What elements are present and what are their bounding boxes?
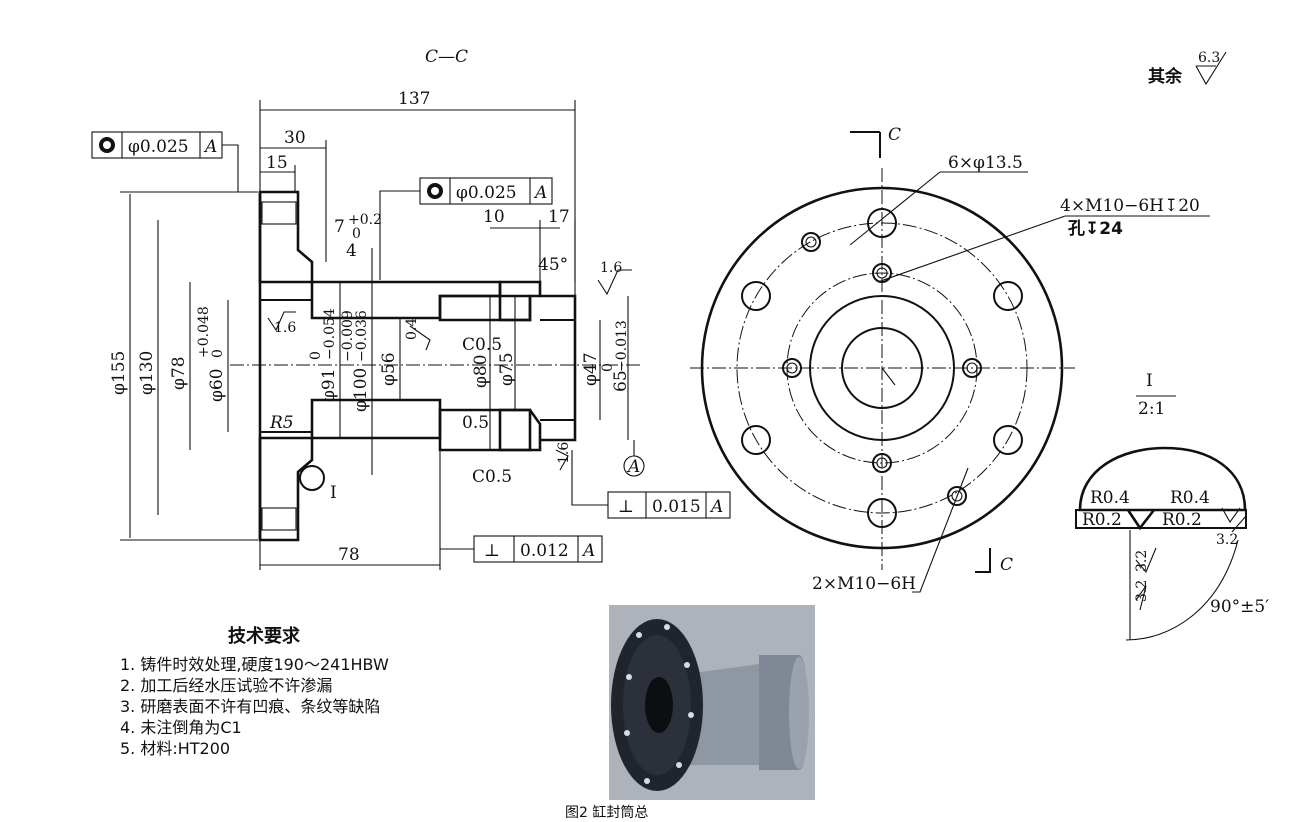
section-body (230, 190, 640, 542)
svg-text:⊥: ⊥ (618, 497, 634, 517)
dim-phi91: φ91 (319, 368, 339, 402)
datum-a-marker: A (623, 440, 645, 477)
fcf-coaxiality-2: φ0.025 A (379, 177, 553, 280)
detail-rough-b: 3.2 (1134, 550, 1150, 572)
note-hole-depth: 孔↧24 (1068, 219, 1123, 239)
svg-text:A: A (203, 137, 217, 157)
chamfer-c05-bottom: C0.5 (472, 467, 512, 487)
dim-phi60-low: 0 (210, 349, 226, 358)
dim-15: 15 (266, 153, 288, 173)
svg-text:6.3: 6.3 (1198, 50, 1220, 66)
dim-137: 137 (398, 89, 430, 109)
roughness-other-note: 其余 6.3 (1148, 50, 1227, 87)
dim-17: 17 (548, 207, 570, 227)
cut-label-bottom: C (1000, 555, 1013, 575)
svg-text:A: A (581, 541, 595, 561)
dim-30: 30 (284, 128, 306, 148)
note-6-holes: 6×φ13.5 (948, 153, 1023, 173)
dim-phi78: φ78 (169, 356, 189, 390)
tech-title: 技术要求 (228, 626, 300, 647)
svg-text:A: A (709, 497, 723, 517)
end-view (690, 131, 1210, 593)
3d-render-image (609, 605, 815, 800)
detail-angle: 90°±5′ (1210, 597, 1269, 617)
dim-7-tol-up: +0.2 (348, 212, 382, 228)
svg-text:其余: 其余 (1148, 66, 1183, 87)
dim-phi130: φ130 (137, 351, 157, 395)
chamfer-c05-top: C0.5 (462, 335, 502, 355)
detail-r02-left: R0.2 (1082, 510, 1122, 530)
dim-7: 7 (334, 217, 345, 237)
dim-phi47: φ47 (581, 352, 601, 386)
detail-r04-left: R0.4 (1090, 488, 1130, 508)
svg-text:0.012: 0.012 (520, 541, 569, 561)
note-tapped-2: 2×M10−6H (812, 574, 916, 594)
dim-phi100-low: −0.036 (354, 310, 370, 362)
dim-65-up: 0 (600, 363, 616, 372)
fcf-perpendicularity-1: ⊥ 0.015 A (571, 450, 731, 519)
dim-7-tol-low: 0 (352, 226, 361, 242)
dim-phi75: φ75 (497, 352, 517, 386)
tech-item-5: 5. 材料:HT200 (120, 739, 231, 758)
svg-text:φ0.025: φ0.025 (128, 137, 189, 157)
svg-text:A: A (533, 183, 547, 203)
detail-r02-right: R0.2 (1162, 510, 1202, 530)
svg-text:φ0.025: φ0.025 (456, 183, 517, 203)
dim-phi100: φ100 (351, 368, 371, 412)
detail-r04-right: R0.4 (1170, 488, 1210, 508)
figure-caption: 图2 缸封筒总 (565, 805, 649, 821)
section-dimension-lines (120, 100, 629, 570)
radius-r5: R5 (269, 413, 294, 433)
svg-text:⊥: ⊥ (484, 541, 500, 561)
note-tapped-4: 4×M10−6H↧20 (1060, 196, 1200, 216)
cut-label-top: C (888, 125, 901, 145)
dim-65: 65 (611, 370, 631, 392)
svg-text:A: A (626, 457, 640, 477)
roughness-1-6-b: 1.6 (600, 260, 622, 276)
dim-phi100-up: −0.009 (340, 310, 356, 362)
dim-phi60: φ60 (207, 368, 227, 402)
tech-item-4: 4. 未注倒角为C1 (120, 718, 242, 737)
detail-rough-c: 3.2 (1134, 580, 1150, 602)
roughness-1-6-c: 1.6 (556, 442, 572, 464)
roughness-symbols (267, 269, 632, 471)
roughness-1-6-a: 1.6 (274, 320, 296, 336)
detail-title: I (1146, 371, 1153, 391)
tech-item-1: 1. 铸件时效处理,硬度190～241HBW (120, 655, 389, 674)
svg-text:0.015: 0.015 (652, 497, 701, 517)
tech-item-2: 2. 加工后经水压试验不许渗漏 (120, 676, 333, 695)
angle-45: 45° (538, 255, 568, 275)
dim-phi155: φ155 (109, 351, 129, 395)
detail-rough-a: 3.2 (1216, 532, 1238, 548)
detail-scale: 2:1 (1138, 399, 1165, 419)
dim-10: 10 (483, 207, 505, 227)
dim-phi91-low: −0.054 (322, 308, 338, 360)
detail-i (1075, 446, 1247, 641)
dim-phi60-up: +0.048 (196, 306, 212, 358)
technical-requirements: 技术要求 1. 铸件时效处理,硬度190～241HBW 2. 加工后经水压试验不… (120, 622, 540, 759)
fcf-coaxiality-1: φ0.025 A (91, 131, 239, 192)
tech-item-3: 3. 研磨表面不许有凹痕、条纹等缺陷 (120, 697, 381, 716)
dim-phi56: φ56 (379, 352, 399, 386)
roughness-0-4: 0.4 (404, 318, 420, 340)
dim-0-5: 0.5 (462, 413, 489, 433)
fcf-perpendicularity-2: ⊥ 0.012 A (440, 535, 603, 563)
detail-mark-i: I (330, 483, 337, 503)
dim-phi80: φ80 (471, 354, 491, 388)
dim-4: 4 (346, 241, 357, 261)
dim-phi91-up: 0 (308, 351, 324, 360)
section-title: C—C (425, 47, 468, 67)
dim-78-length: 78 (338, 545, 360, 565)
dim-65-low: −0.013 (614, 320, 630, 372)
